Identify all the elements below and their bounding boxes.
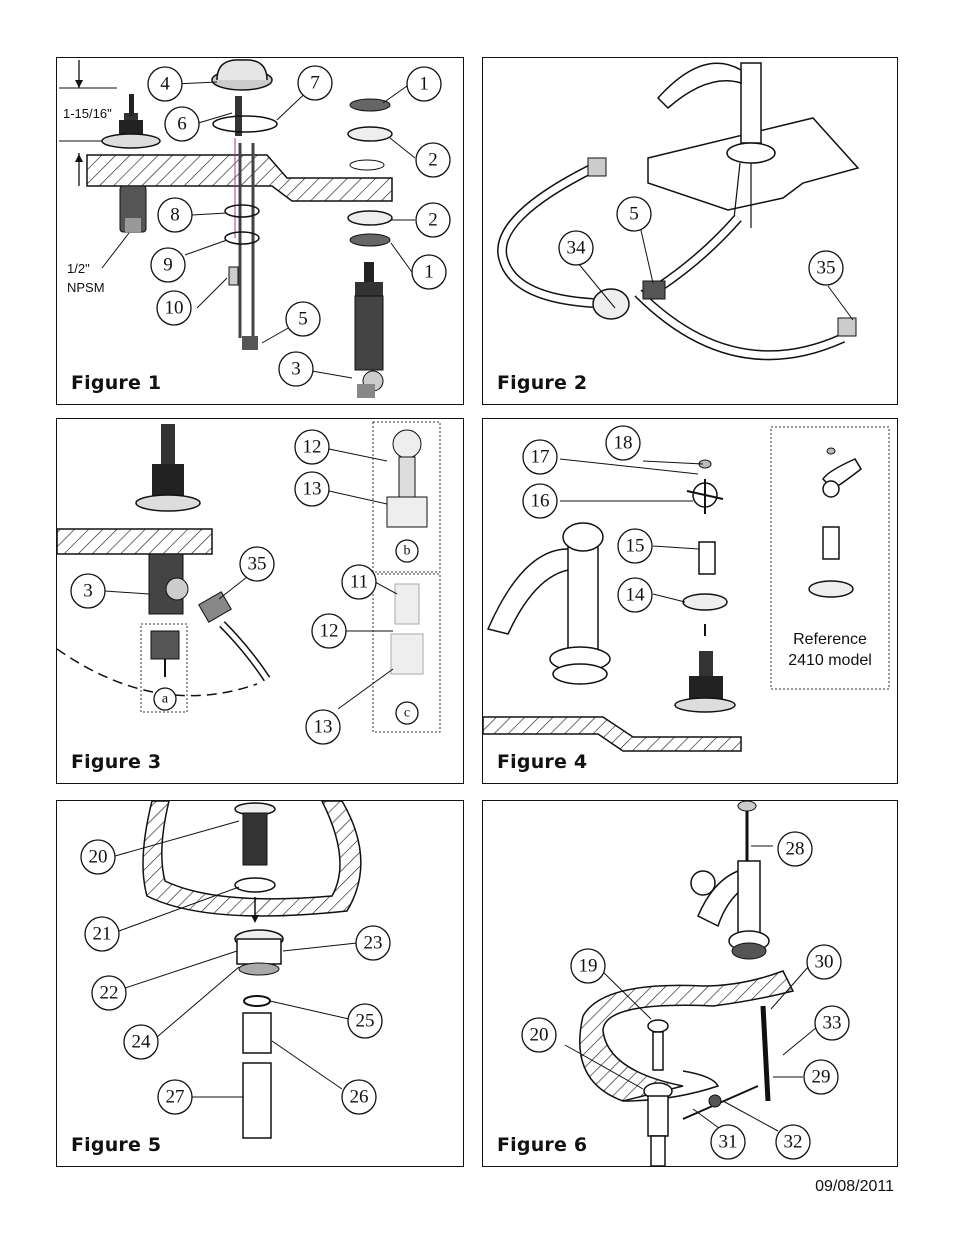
figure-6-drawing: 28 19 30 20 33 29 31 32 [521,801,850,1166]
callout-9: 9 [163,255,173,276]
callout-1: 1 [419,74,429,95]
document-date: 09/08/2011 [815,1178,894,1195]
figure-3-drawing: 12 13 b 35 3 a 11 12 13 c [57,421,441,745]
callout-8: 8 [170,205,180,226]
callout-32: 32 [784,1132,803,1153]
figure-3-panel: 12 13 b 35 3 a 11 12 13 c Figure 3 [56,418,464,784]
callout-31: 31 [719,1132,738,1153]
callout-17: 17 [531,447,550,468]
callout-c: c [404,706,410,721]
reference-note: Reference 2410 model [765,629,895,671]
callout-23: 23 [364,933,383,954]
callout-14: 14 [626,585,646,606]
callout-29: 29 [812,1067,831,1088]
figure-4-drawing: 18 17 16 15 14 [483,425,890,752]
callout-a: a [162,692,169,707]
figure-5-panel: 20 21 23 22 25 24 26 27 Figure 5 [56,800,464,1167]
callout-25: 25 [356,1011,375,1032]
callout-20: 20 [530,1025,549,1046]
callout-22: 22 [100,983,119,1004]
callout-28: 28 [786,839,805,860]
callout-34: 34 [567,238,587,259]
figure-2-drawing: 5 34 35 [497,62,860,361]
callout-5: 5 [298,309,308,330]
figure-3-label: Figure 3 [71,751,162,773]
thread-note-1: 1/2" [67,261,90,276]
figure-5-label: Figure 5 [71,1134,162,1156]
figure-1-drawing: 4 7 1 6 2 8 2 9 1 10 5 3 1-15/16" 1/2" N… [59,59,451,398]
callout-3: 3 [291,359,301,380]
callout-35: 35 [248,554,267,575]
callout-20: 20 [89,847,108,868]
callout-26: 26 [350,1087,369,1108]
callout-5: 5 [629,204,639,225]
reference-line-2: 2410 model [788,652,872,669]
figure-2-label: Figure 2 [497,372,588,394]
callout-13: 13 [303,479,322,500]
callout-circles [147,65,451,387]
callout-1b: 1 [424,262,434,283]
callout-b: b [404,544,411,559]
callout-2: 2 [428,150,438,171]
callout-16: 16 [531,491,550,512]
callout-15: 15 [626,536,645,557]
callout-33: 33 [823,1013,842,1034]
figure-4-panel: 18 17 16 15 14 Reference 2410 model Figu… [482,418,898,784]
callout-7: 7 [310,73,320,94]
callout-6: 6 [177,114,187,135]
reference-line-1: Reference [793,631,867,648]
callout-2b: 2 [428,210,438,231]
figure-2-panel: 5 34 35 Figure 2 [482,57,898,405]
callout-3: 3 [83,581,93,602]
callout-27: 27 [166,1087,185,1108]
callout-4: 4 [160,74,170,95]
callout-18: 18 [614,433,633,454]
callout-12b: 12 [320,621,339,642]
callout-13b: 13 [314,717,333,738]
figure-1-label: Figure 1 [71,372,162,394]
callout-35: 35 [817,258,836,279]
callout-12: 12 [303,437,322,458]
thread-note-2: NPSM [67,280,105,295]
callout-11: 11 [350,572,368,593]
figure-5-drawing: 20 21 23 22 25 24 26 27 [80,801,391,1139]
figure-6-label: Figure 6 [497,1134,588,1156]
callout-10: 10 [165,298,184,319]
figure-6-panel: 28 19 30 20 33 29 31 32 Figure 6 [482,800,898,1167]
figure-1-panel: 4 7 1 6 2 8 2 9 1 10 5 3 1-15/16" 1/2" N… [56,57,464,405]
callout-30: 30 [815,952,834,973]
callout-21: 21 [93,924,112,945]
callout-24: 24 [132,1032,152,1053]
callout-19: 19 [579,956,598,977]
dimension-note: 1-15/16" [63,106,112,121]
figure-4-label: Figure 4 [497,751,588,773]
